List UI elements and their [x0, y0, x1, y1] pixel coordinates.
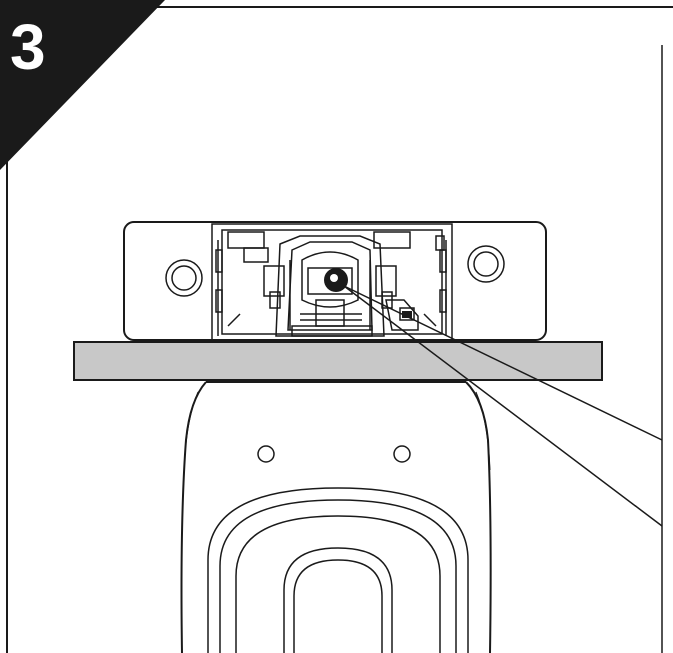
- shelf: [73, 341, 603, 381]
- toilet-bowl: [180, 381, 492, 653]
- left-mounting-hole: [165, 259, 203, 297]
- left-hinge-hole: [257, 445, 275, 463]
- connection-clip: [385, 299, 419, 331]
- valve-center-highlight: [330, 274, 338, 282]
- callout-lines: [343, 285, 663, 527]
- step-badge: [0, 0, 165, 170]
- flush-mechanism: [211, 223, 453, 341]
- valve-assembly: [263, 235, 397, 337]
- step-number: 3: [10, 11, 46, 83]
- connection-clip-dark: [402, 311, 412, 318]
- right-hinge-hole: [393, 445, 411, 463]
- toilet-seat: [207, 487, 469, 653]
- right-mounting-hole: [467, 245, 505, 283]
